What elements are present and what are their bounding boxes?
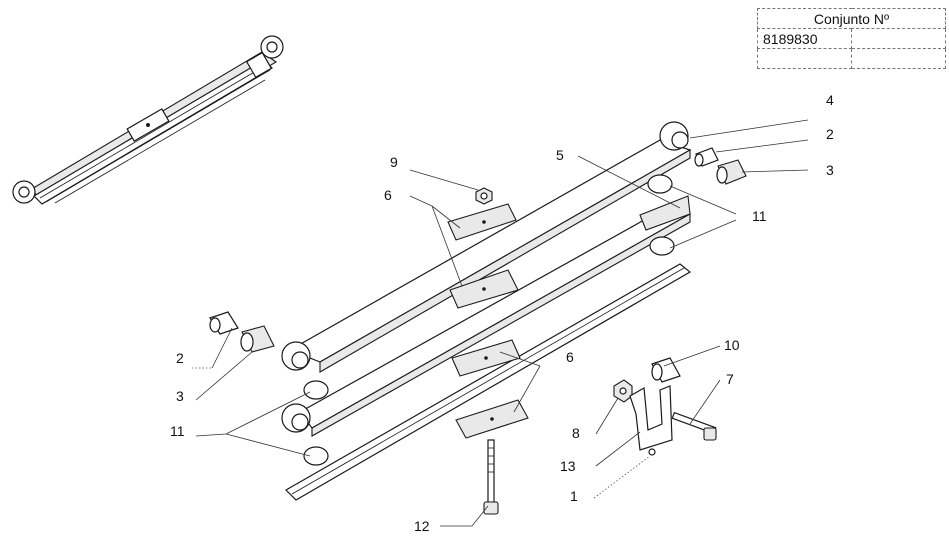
main-leaf-lower <box>281 195 691 437</box>
center-plate-middle <box>449 269 519 309</box>
callout-13: 13 <box>560 458 576 474</box>
pin-bushing-left <box>209 311 275 353</box>
center-plate-top <box>447 203 517 241</box>
leader-lines <box>192 119 809 527</box>
assembly-empty-cell <box>851 48 946 69</box>
bolt-part-12 <box>483 439 499 515</box>
callout-3-left: 3 <box>176 388 184 404</box>
callout-11-left: 11 <box>170 423 185 439</box>
callout-labels: 4 2 3 5 9 6 11 2 3 11 6 10 7 8 13 1 12 <box>170 92 834 534</box>
assembly-number-value: 8189830 <box>757 28 852 49</box>
callout-6-top: 6 <box>384 187 392 203</box>
main-leaf-upper <box>281 121 692 373</box>
pin-bushing-right <box>694 147 747 185</box>
assembly-reference-table: Conjunto Nº 8189830 <box>757 8 946 69</box>
callout-5: 5 <box>556 147 564 163</box>
assembled-leaf-spring <box>12 35 284 205</box>
callout-7: 7 <box>726 371 734 387</box>
assembly-empty-cell <box>757 48 852 69</box>
callout-1: 1 <box>570 488 578 504</box>
assembly-number-header: Conjunto Nº <box>757 8 946 29</box>
callout-12: 12 <box>414 518 430 534</box>
callout-9: 9 <box>390 154 398 170</box>
nut-part-9 <box>475 187 493 205</box>
callout-3-right: 3 <box>826 162 834 178</box>
shackle-assembly <box>613 357 717 456</box>
center-plate-bottom <box>455 399 529 439</box>
bottom-flat-leaf <box>285 263 692 501</box>
callout-8: 8 <box>572 425 580 441</box>
center-plate-lower <box>451 339 521 377</box>
assembly-empty-cell <box>851 28 946 49</box>
callout-2-right: 2 <box>826 126 834 142</box>
callout-11-right: 11 <box>752 208 767 224</box>
callout-2-left: 2 <box>176 350 184 366</box>
callout-4: 4 <box>826 92 834 108</box>
callout-6-bottom: 6 <box>566 349 574 365</box>
callout-10: 10 <box>724 337 740 353</box>
